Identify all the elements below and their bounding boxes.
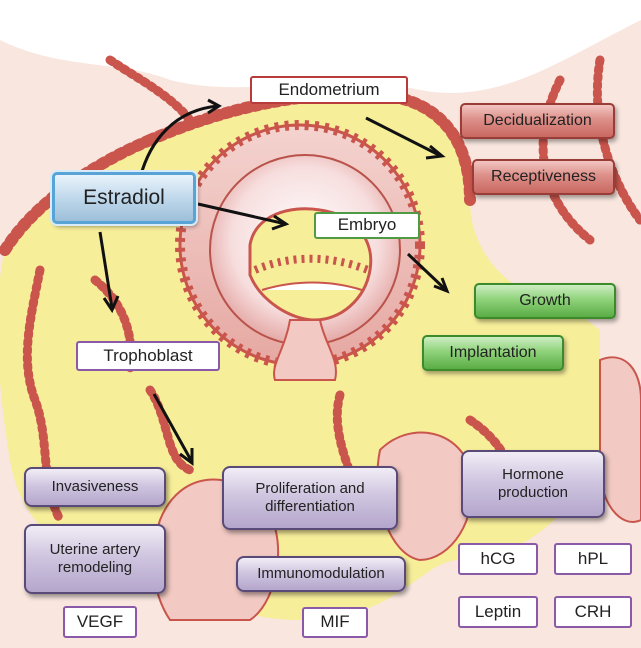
implantation-box: Implantation [422,335,564,371]
decidualization-box: Decidualization [460,103,615,139]
hormone-production-box: Hormone production [461,450,605,518]
trophoblast-label: Trophoblast [76,341,220,371]
invasiveness-box: Invasiveness [24,467,166,507]
receptiveness-box: Receptiveness [472,159,615,195]
mif-label: MIF [302,607,368,638]
hpl-label: hPL [554,543,632,575]
growth-box: Growth [474,283,616,319]
crh-label: CRH [554,596,632,628]
uterine-artery-remodeling-box: Uterine artery remodeling [24,524,166,594]
embryo-label: Embryo [314,212,420,239]
proliferation-differentiation-box: Proliferation and differentiation [222,466,398,530]
hcg-label: hCG [458,543,538,575]
estradiol-node: Estradiol [52,172,196,224]
leptin-label: Leptin [458,596,538,628]
immunomodulation-box: Immunomodulation [236,556,406,592]
endometrium-label: Endometrium [250,76,408,104]
vegf-label: VEGF [63,606,137,638]
